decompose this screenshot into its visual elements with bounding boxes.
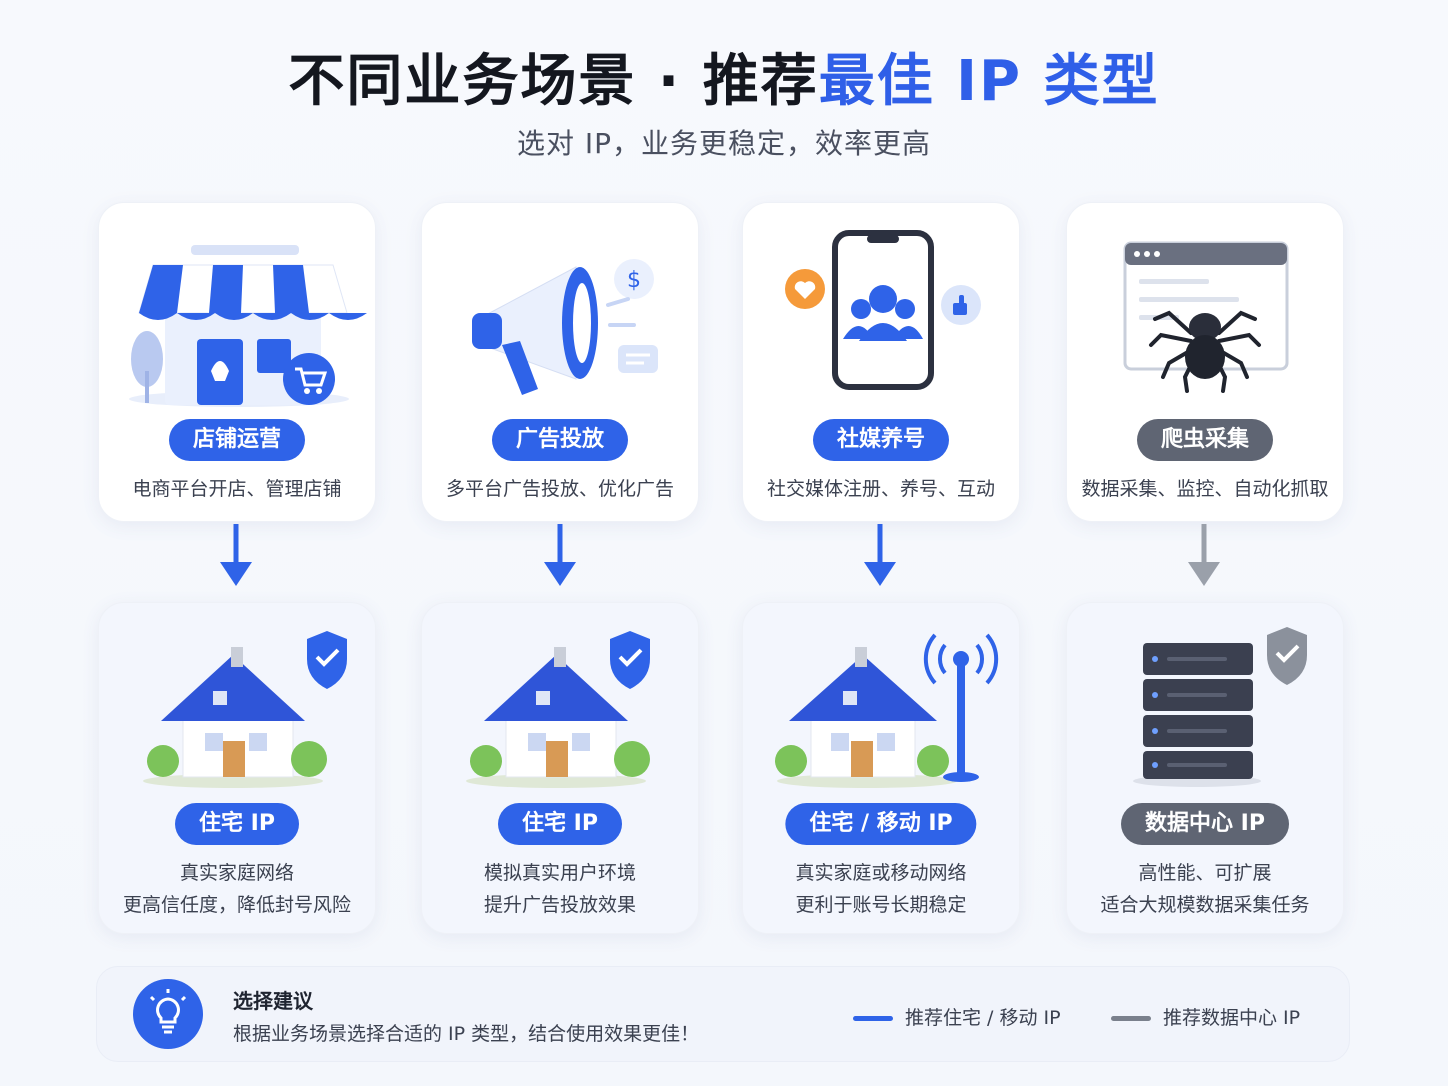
scenario-desc: 社交媒体注册、养号、互动: [766, 478, 995, 500]
ip-type-label: 住宅 IP: [175, 803, 299, 845]
ip-type-desc-line2: 提升广告投放效果: [483, 894, 636, 916]
scenario-desc: 电商平台开店、管理店铺: [132, 478, 342, 500]
ip-type-desc: 高性能、可扩展 适合大规模数据采集任务: [1067, 857, 1343, 921]
scenario-card-ads: $ 广告投放 多平台广告投放、优化广告: [421, 202, 699, 522]
legend-line-gray: [1111, 1016, 1151, 1021]
ip-type-label: 住宅 / 移动 IP: [785, 803, 977, 845]
ip-type-desc-line1: 模拟真实用户环境: [483, 862, 636, 884]
page-title: 不同业务场景 · 推荐最佳 IP 类型: [0, 36, 1448, 117]
lightbulb-icon: [133, 979, 203, 1049]
title-highlight: 最佳 IP 类型: [818, 49, 1160, 114]
down-arrow-icon: [1188, 524, 1220, 586]
legend-label: 推荐住宅 / 移动 IP: [905, 1007, 1061, 1029]
phone-social-icon: [785, 230, 981, 390]
down-arrow-icon: [864, 524, 896, 586]
down-arrow-icon: [220, 524, 252, 586]
legend-datacenter: 推荐数据中心 IP: [1111, 1003, 1300, 1030]
house-shield-icon: [143, 631, 347, 788]
ip-type-desc: 模拟真实用户环境 提升广告投放效果: [422, 857, 698, 921]
ip-type-desc-line1: 真实家庭网络: [179, 862, 294, 884]
ip-type-label: 住宅 IP: [498, 803, 622, 845]
scenario-label: 社媒养号: [812, 419, 950, 461]
ip-type-desc-line2: 更高信任度，降低封号风险: [122, 894, 351, 916]
down-arrow-icon: [544, 524, 576, 586]
ip-type-desc: 真实家庭或移动网络 更利于账号长期稳定: [743, 857, 1019, 921]
tip-title: 选择建议: [233, 989, 313, 1013]
server-shield-icon: [1133, 627, 1307, 787]
scenario-label: 店铺运营: [168, 419, 306, 461]
spider-browser-icon: [1123, 241, 1289, 393]
ip-type-desc-line1: 真实家庭或移动网络: [795, 862, 967, 884]
legend-residential: 推荐住宅 / 移动 IP: [853, 1003, 1061, 1030]
megaphone-icon: $: [472, 259, 658, 395]
ip-card-residential-ads: 住宅 IP 模拟真实用户环境 提升广告投放效果: [421, 602, 699, 934]
scenario-desc: 数据采集、监控、自动化抓取: [1081, 478, 1329, 500]
ip-type-desc-line2: 适合大规模数据采集任务: [1100, 894, 1310, 916]
ip-type-desc: 真实家庭网络 更高信任度，降低封号风险: [99, 857, 375, 921]
scenario-label: 广告投放: [491, 419, 629, 461]
house-antenna-icon: [775, 633, 999, 788]
ip-card-residential: 住宅 IP 真实家庭网络 更高信任度，降低封号风险: [98, 602, 376, 934]
svg-text:$: $: [627, 268, 641, 293]
ip-card-datacenter: 数据中心 IP 高性能、可扩展 适合大规模数据采集任务: [1066, 602, 1344, 934]
scenario-label: 爬虫采集: [1136, 419, 1274, 461]
ip-type-desc-line2: 更利于账号长期稳定: [795, 894, 967, 916]
scenario-desc: 多平台广告投放、优化广告: [445, 478, 674, 500]
page-subtitle: 选对 IP，业务更稳定，效率更高: [516, 127, 932, 160]
tip-panel: 选择建议 根据业务场景选择合适的 IP 类型，结合使用效果更佳！ 推荐住宅 / …: [96, 966, 1350, 1062]
title-main: 不同业务场景 · 推荐: [288, 49, 819, 114]
legend-label: 推荐数据中心 IP: [1163, 1007, 1301, 1029]
scenario-card-store: 店铺运营 电商平台开店、管理店铺: [98, 202, 376, 522]
ip-card-residential-mobile: 住宅 / 移动 IP 真实家庭或移动网络 更利于账号长期稳定: [742, 602, 1020, 934]
scenario-card-social: 社媒养号 社交媒体注册、养号、互动: [742, 202, 1020, 522]
legend-line-blue: [853, 1016, 893, 1021]
scenario-card-crawler: 爬虫采集 数据采集、监控、自动化抓取: [1066, 202, 1344, 522]
tip-text: 根据业务场景选择合适的 IP 类型，结合使用效果更佳！: [233, 1023, 700, 1045]
ip-type-label: 数据中心 IP: [1121, 803, 1289, 845]
house-shield-icon: [466, 631, 650, 788]
ip-type-desc-line1: 高性能、可扩展: [1138, 862, 1272, 884]
storefront-icon: [129, 245, 367, 407]
